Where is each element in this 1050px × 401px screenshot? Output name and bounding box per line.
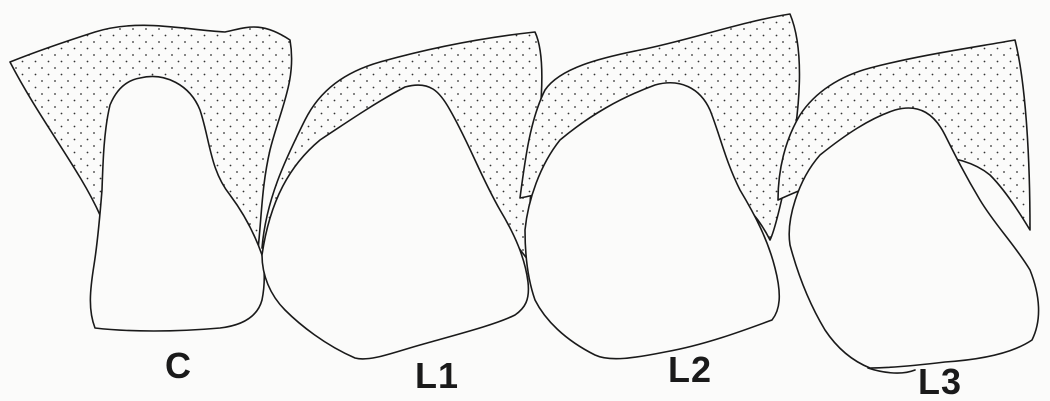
panel-label-l1: L1 [415, 358, 459, 394]
panel-l1-shape [262, 32, 542, 359]
panel-label-c: C [165, 348, 192, 384]
panel-c-shape [10, 25, 292, 331]
panel-l3-shape [778, 40, 1039, 373]
panel-label-l2: L2 [668, 352, 712, 388]
panel-l2-shape [520, 14, 799, 359]
panel-label-l3: L3 [918, 364, 962, 400]
panel-l3-base-mark [868, 368, 915, 373]
